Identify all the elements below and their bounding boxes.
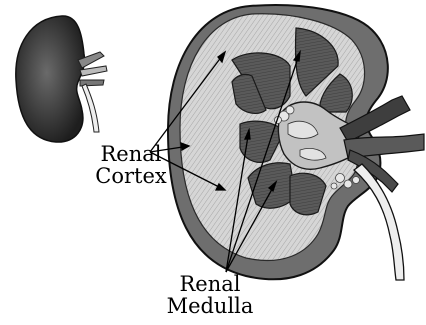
renal-cortex-label-line1: Renal [88,143,174,165]
renal-medulla-label-line1: Renal [164,273,256,295]
kidney-cross-section [168,5,424,280]
renal-cortex-label: Renal Cortex [88,143,174,187]
small-kidney-icon [16,16,107,142]
renal-medulla-label-line2: Medulla [164,295,256,317]
renal-cortex-label-line2: Cortex [88,165,174,187]
renal-medulla-label: Renal Medulla [164,273,256,317]
